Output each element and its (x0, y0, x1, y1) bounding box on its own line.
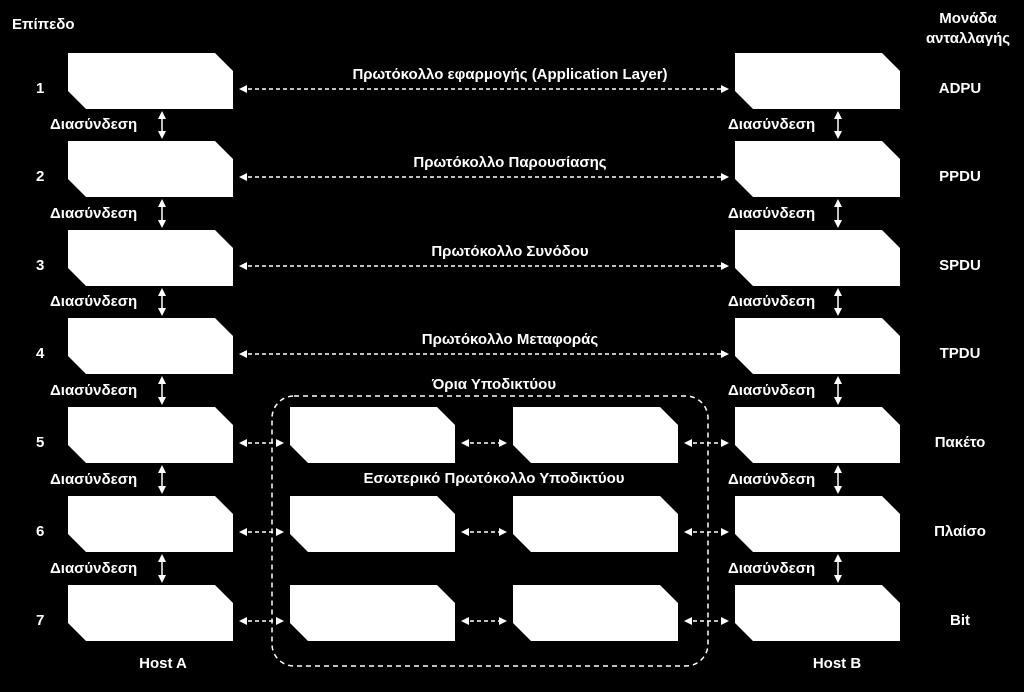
host-a-layer-6-box (68, 496, 233, 552)
interface-label-a-1: Διασύνδεση (50, 116, 138, 133)
router1-layer-7-box (290, 585, 455, 641)
interface-label-a-4: Διασύνδεση (50, 381, 138, 399)
interface-label-b-3: Διασύνδεση (728, 293, 816, 310)
interface-label-a-5: Διασύνδεση (50, 470, 138, 488)
exchange-unit-4: TPDU (939, 345, 981, 362)
peer-protocol-label-3: Πρωτόκολλο Συνόδου (431, 243, 589, 260)
host-b-layer-6-box (735, 496, 900, 552)
host-b-layer-4-box (735, 318, 900, 374)
level-number-3: 3 (36, 257, 45, 274)
interface-label-b-5: Διασύνδεση (728, 470, 816, 488)
host-b-layer-3-box (735, 230, 900, 286)
host-a-layer-7-box (68, 585, 233, 641)
internal-subnet-protocol-label: Εσωτερικό Πρωτόκολλο Υποδικτύου (363, 470, 625, 487)
host-b-label: Host B (812, 655, 862, 672)
exchange-unit-3: SPDU (939, 257, 981, 274)
level-number-7: 7 (36, 612, 45, 629)
level-number-2: 2 (36, 168, 45, 185)
interface-label-b-2: Διασύνδεση (728, 204, 816, 222)
host-b-layer-5-box (735, 407, 900, 463)
router1-layer-6-box (290, 496, 455, 552)
interface-label-a-2: Διασύνδεση (50, 204, 138, 222)
exchange-unit-2: PPDU (939, 168, 981, 185)
exchange-unit-5: Πακέτο (934, 434, 986, 451)
interface-label-b-6: Διασύνδεση (728, 559, 816, 577)
router2-layer-7-box (513, 585, 678, 641)
host-a-layer-1-box (68, 53, 233, 109)
router2-layer-6-box (513, 496, 678, 552)
interface-label-b-1: Διασύνδεση (728, 116, 816, 133)
level-number-5: 5 (36, 434, 45, 451)
host-a-layer-3-box (68, 230, 233, 286)
host-b-layer-1-box (735, 53, 900, 109)
level-number-4: 4 (36, 345, 45, 362)
interface-label-a-6: Διασύνδεση (50, 559, 138, 577)
peer-protocol-label-1: Πρωτόκολλο εφαρμογής (Application Layer) (352, 66, 668, 83)
host-b-layer-7-box (735, 585, 900, 641)
level-number-6: 6 (36, 523, 45, 540)
router1-layer-5-box (290, 407, 455, 463)
exchange-unit-1: ADPU (938, 80, 982, 97)
unit-column-title-line2: ανταλλαγής (925, 30, 1011, 47)
interface-label-b-4: Διασύνδεση (728, 381, 816, 399)
unit-column-title-line1: Μονάδα (939, 10, 997, 27)
host-a-layer-5-box (68, 407, 233, 463)
exchange-unit-6: Πλαίσο (934, 523, 986, 540)
peer-protocol-label-4: Πρωτόκολλο Μεταφοράς (421, 331, 599, 348)
host-a-layer-2-box (68, 141, 233, 197)
interface-label-a-3: Διασύνδεση (50, 293, 138, 310)
host-b-layer-2-box (735, 141, 900, 197)
level-column-title: Επίπεδο (12, 16, 75, 33)
host-a-layer-4-box (68, 318, 233, 374)
exchange-unit-7: Bit (950, 612, 970, 629)
level-number-1: 1 (36, 80, 45, 97)
host-a-label: Host A (139, 655, 187, 672)
router2-layer-5-box (513, 407, 678, 463)
peer-protocol-label-2: Πρωτόκολλο Παρουσίασης (413, 154, 607, 171)
subnet-boundary-label: Όρια Υποδικτύου (431, 376, 557, 393)
